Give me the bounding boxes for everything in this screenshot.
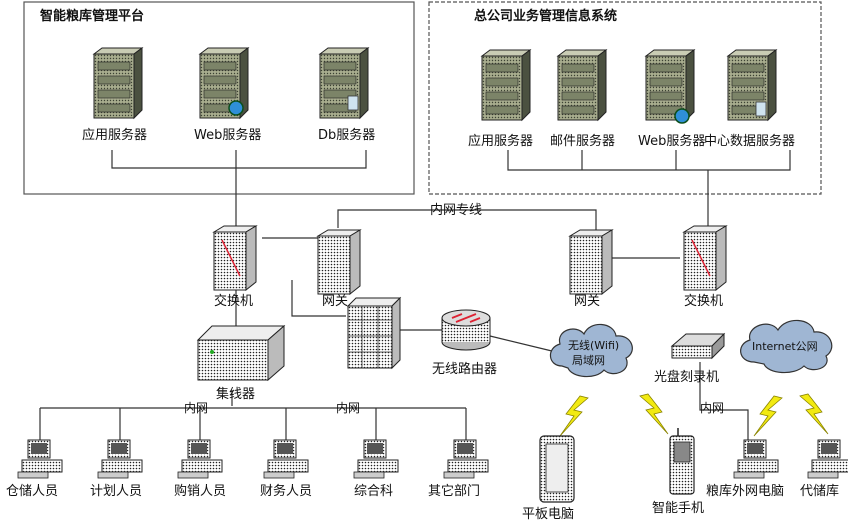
wlan-cloud-icon bbox=[549, 323, 633, 378]
intranet-label-c: 内网 bbox=[700, 401, 724, 415]
connection-lines bbox=[39, 150, 791, 440]
internet-cloud-icon bbox=[740, 319, 833, 374]
left-switch-label: 交换机 bbox=[214, 293, 253, 309]
finance-pc-icon bbox=[263, 439, 309, 479]
cd-burner-label: 光盘刻录机 bbox=[654, 369, 719, 385]
other-label: 其它部门 bbox=[428, 483, 480, 499]
right-mail-server-label: 邮件服务器 bbox=[550, 133, 615, 149]
sales-label: 购销人员 bbox=[174, 483, 226, 499]
right-gateway-label: 网关 bbox=[574, 294, 600, 309]
lightning-bolt-icon bbox=[799, 393, 829, 435]
left-gateway-label: 网关 bbox=[322, 294, 348, 309]
wlan-cloud-label-line1: 无线(Wifi) bbox=[568, 338, 619, 352]
tablet-icon bbox=[539, 435, 575, 503]
right-switch-icon bbox=[683, 225, 727, 291]
wireless-router-label: 无线路由器 bbox=[432, 361, 497, 377]
agent-depot-pc-icon bbox=[807, 439, 848, 479]
right-gateway-icon bbox=[569, 229, 613, 295]
internet-cloud-label: Internet公网 bbox=[752, 340, 818, 353]
lightning-bolt-icon bbox=[753, 395, 783, 437]
left-app-server-icon bbox=[93, 47, 143, 119]
depot-pc-label: 粮库外网电脑 bbox=[706, 483, 784, 499]
left-gateway-icon bbox=[317, 229, 361, 295]
lightning-bolt-icon bbox=[639, 393, 669, 435]
sales-pc-icon bbox=[177, 439, 223, 479]
depot-pc-icon bbox=[733, 439, 779, 479]
general-pc-icon bbox=[353, 439, 399, 479]
right-switch-label: 交换机 bbox=[684, 293, 723, 309]
router-icon bbox=[441, 309, 491, 351]
agent-depot-label: 代储库 bbox=[800, 483, 839, 499]
left-db-server-label: Db服务器 bbox=[318, 127, 375, 143]
globe-icon bbox=[228, 100, 244, 116]
left-db-server-icon bbox=[319, 47, 369, 119]
right-group-title: 总公司业务管理信息系统 bbox=[474, 8, 617, 24]
right-web-server-icon bbox=[645, 49, 695, 121]
phone-icon bbox=[669, 428, 695, 495]
left-web-server-label: Web服务器 bbox=[194, 127, 261, 143]
hub-label: 集线器 bbox=[216, 386, 255, 402]
right-data-server-label: 中心数据服务器 bbox=[704, 133, 795, 149]
other-pc-icon bbox=[443, 439, 489, 479]
right-web-server-label: Web服务器 bbox=[638, 133, 705, 149]
cd-burner-icon bbox=[670, 332, 726, 360]
left-group-title: 智能粮库管理平台 bbox=[40, 8, 144, 24]
firewall-icon bbox=[346, 296, 402, 370]
intranet-label-a: 内网 bbox=[184, 401, 208, 415]
planning-label: 计划人员 bbox=[90, 484, 142, 499]
left-app-server-label: 应用服务器 bbox=[82, 127, 147, 143]
planning-pc-icon bbox=[97, 439, 143, 479]
right-mail-server-icon bbox=[557, 49, 607, 121]
database-icon bbox=[347, 95, 359, 111]
tablet-label: 平板电脑 bbox=[522, 507, 574, 522]
database-icon bbox=[755, 101, 767, 117]
finance-label: 财务人员 bbox=[260, 483, 312, 499]
globe-icon bbox=[674, 108, 690, 124]
right-data-server-icon bbox=[727, 49, 777, 121]
right-app-server-icon bbox=[481, 49, 531, 121]
intranet-label-b: 内网 bbox=[336, 401, 360, 415]
lightning-bolt-icon bbox=[559, 395, 589, 437]
wlan-cloud-label-line2: 局域网 bbox=[572, 354, 605, 367]
storage-label: 仓储人员 bbox=[6, 484, 58, 499]
left-group-frame bbox=[23, 1, 415, 195]
right-group-frame bbox=[428, 1, 822, 195]
storage-pc-icon bbox=[17, 439, 63, 479]
hub-icon bbox=[196, 324, 286, 382]
general-label: 综合科 bbox=[354, 484, 393, 499]
right-app-server-label: 应用服务器 bbox=[468, 133, 533, 149]
phone-label: 智能手机 bbox=[652, 501, 704, 516]
private-line-label: 内网专线 bbox=[430, 202, 482, 218]
left-switch-icon bbox=[213, 225, 257, 291]
